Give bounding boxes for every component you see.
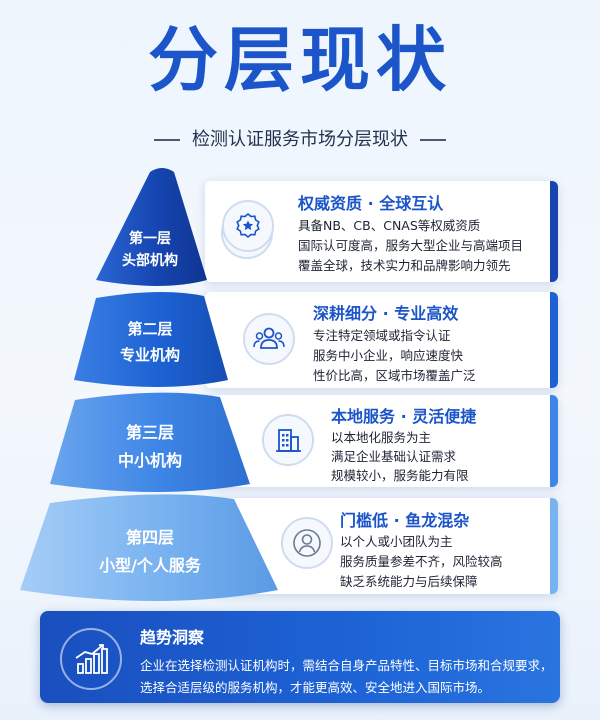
layer-2-title: 深耕细分 · 专业高效 xyxy=(313,304,459,323)
layer-3-line-2: 满足企业基础认证需求 xyxy=(331,449,457,464)
layer-3-card-accent xyxy=(550,395,558,487)
layer-2-line-1: 专注特定领域或指令认证 xyxy=(313,328,451,343)
layer-4-name: 小型/个人服务 xyxy=(99,556,201,575)
trend-line-1: 企业在选择检测认证机构时，需结合自身产品特性、目标市场和合规要求， xyxy=(140,658,553,673)
layer-4-level: 第四层 xyxy=(125,528,174,547)
layer-2-line-2: 服务中小企业，响应速度快 xyxy=(313,348,464,363)
layer-1-line-1: 具备NB、CB、CNAS等权威资质 xyxy=(298,218,481,233)
layer-1-line-3: 覆盖全球，技术实力和品牌影响力领先 xyxy=(298,258,511,273)
layer-1-card-accent xyxy=(550,181,558,282)
bar-chart-trend-icon xyxy=(60,628,122,690)
layer-4-title: 门槛低 · 鱼龙混杂 xyxy=(340,511,470,530)
award-badge-icon xyxy=(222,200,274,252)
trend-line-2: 选择合适层级的服务机构，才能更高效、安全地进入国际市场。 xyxy=(140,680,491,695)
layer-3-name: 中小机构 xyxy=(117,451,182,470)
layer-1-line-2: 国际认可度高，服务大型企业与高端项目 xyxy=(298,238,524,253)
layer-1-title: 权威资质 · 全球互认 xyxy=(298,194,444,213)
person-icon xyxy=(281,517,333,569)
layer-2-line-3: 性价比高，区域市场覆盖广泛 xyxy=(313,368,476,383)
subtitle-text: 检测认证服务市场分层现状 xyxy=(192,129,408,150)
trend-insight-panel: 趋势洞察 企业在选择检测认证机构时，需结合自身产品特性、目标市场和合规要求， 选… xyxy=(40,611,560,703)
layer-3-line-3: 规模较小，服务能力有限 xyxy=(331,468,469,483)
page-title: 分层现状 xyxy=(148,19,452,101)
layer-2-card-accent xyxy=(550,292,558,388)
layer-2-name: 专业机构 xyxy=(119,346,180,364)
layer-4-line-2: 服务质量参差不齐，风险较高 xyxy=(340,554,503,569)
building-icon xyxy=(262,414,314,466)
page-subtitle: 检测认证服务市场分层现状 xyxy=(0,127,600,153)
trend-title: 趋势洞察 xyxy=(140,628,205,647)
layer-3-title: 本地服务 · 灵活便捷 xyxy=(331,407,477,426)
layer-4-card-accent xyxy=(550,498,558,594)
subtitle-left-rule xyxy=(154,139,180,141)
layer-3-line-1: 以本地化服务为主 xyxy=(331,430,432,445)
subtitle-right-rule xyxy=(420,139,446,141)
layer-1-name: 头部机构 xyxy=(122,253,178,269)
layer-3-level: 第三层 xyxy=(125,423,174,442)
team-icon xyxy=(243,313,295,365)
layer-2-level: 第二层 xyxy=(127,320,173,338)
layer-4-line-1: 以个人或小团队为主 xyxy=(340,534,453,549)
layer-4-line-3: 缺乏系统能力与后续保障 xyxy=(340,574,478,589)
layer-1-level: 第一层 xyxy=(129,231,171,247)
